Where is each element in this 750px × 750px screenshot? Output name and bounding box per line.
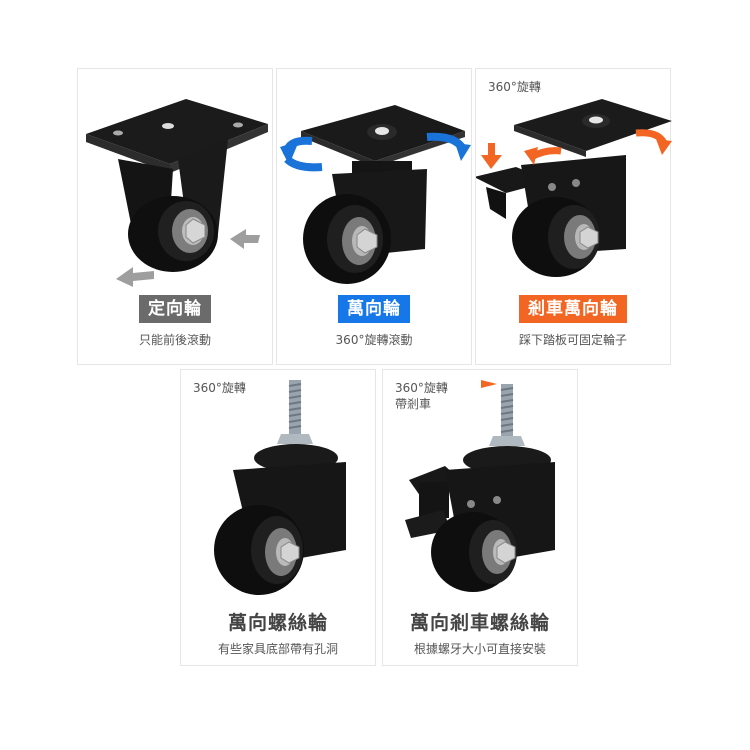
corner-line-1: 360°旋轉: [395, 381, 448, 395]
product-card-swivel-caster: 萬向輪 360°旋轉滾動: [276, 68, 472, 365]
gray-direction-arrow-icon: [230, 229, 260, 249]
threaded-brake-caster-subtitle: 根據螺牙大小可直接安裝: [413, 642, 546, 656]
threaded-swivel-caster-title: 萬向螺絲輪: [227, 612, 328, 634]
product-card-threaded-swivel-caster: 360°旋轉 萬向螺絲輪 有些家具底部帶有孔洞: [180, 369, 376, 666]
corner-label: 360°旋轉 帶剎車: [395, 380, 448, 412]
fixed-caster-image: [86, 99, 268, 287]
product-card-brake-swivel-caster: 360°旋轉 剎車萬向輪 踩下踏板可固定輪子: [475, 68, 672, 365]
threaded-swivel-caster-subtitle: 有些家具底部帶有孔洞: [217, 642, 338, 656]
threaded-brake-caster-title: 萬向剎車螺絲輪: [409, 612, 550, 634]
corner-line-1: 360°旋轉: [193, 381, 246, 395]
fixed-caster-badge: 定向輪: [139, 295, 211, 323]
corner-label: 360°旋轉: [193, 380, 246, 396]
fixed-caster-subtitle: 只能前後滾動: [138, 333, 211, 347]
swivel-caster-image: [280, 105, 471, 284]
brake-swivel-caster-image: [476, 99, 672, 277]
orange-brake-arrow-icon: [488, 143, 495, 157]
brake-swivel-caster-badge: 剎車萬向輪: [519, 295, 627, 323]
product-card-threaded-brake-caster: 360°旋轉 帶剎車 萬向剎車螺絲輪 根據螺牙大小可直接安裝: [382, 369, 578, 666]
swivel-caster-badge: 萬向輪: [338, 295, 410, 323]
corner-line-2: 帶剎車: [395, 397, 432, 411]
brake-swivel-caster-subtitle: 踩下踏板可固定輪子: [518, 333, 627, 347]
threaded-brake-caster-image: [405, 380, 555, 592]
swivel-caster-subtitle: 360°旋轉滾動: [335, 333, 413, 347]
threaded-swivel-caster-image: [214, 380, 346, 595]
gray-direction-arrow-icon: [116, 267, 154, 287]
orange-brake-arrow-icon: [481, 380, 497, 388]
corner-label: 360°旋轉: [488, 80, 541, 94]
product-card-fixed-caster: 定向輪 只能前後滾動: [77, 68, 273, 365]
